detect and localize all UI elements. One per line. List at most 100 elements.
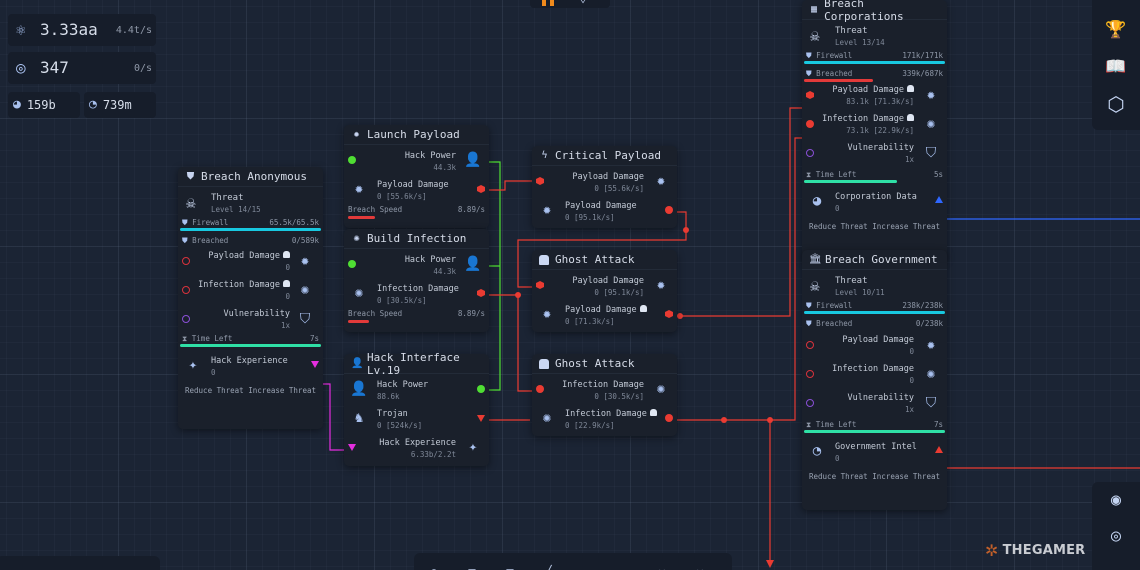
input-port[interactable] [806,341,814,349]
input-port[interactable] [806,91,814,99]
input-port[interactable] [182,257,190,265]
node-build-infection[interactable]: ✺Build Infection Hack Power 44.3k 👤 ✺ In… [344,229,489,332]
output-port[interactable] [665,310,673,318]
hexagon-icon[interactable]: ⬡ [1107,92,1125,116]
wire-ghost2-to-corp [668,137,810,421]
row-value: 44.3k [433,163,456,172]
circle-icon[interactable]: ◠ [132,568,148,570]
input-row: Hack Power 44.3k 👤 [344,249,489,278]
node-breach-government[interactable]: 🏛Breach Government ☠ Threat Level 10/11 … [802,250,947,510]
output-row: ✹ Payload Damage 0 [71.3k/s] [532,299,677,328]
output-port[interactable] [477,415,485,422]
wire-trojan [482,419,771,565]
input-port[interactable] [348,260,356,268]
wire-ghost1-to-corp [668,107,810,317]
node-hack-interface[interactable]: 👤Hack Interface Lv.19 👤 Hack Power 88.6k… [344,350,489,466]
row-label: Payload Damage [572,276,644,286]
reduce-threat-button[interactable]: Reduce Threat [809,471,868,481]
row-value: 0 [55.6k/s] [377,192,427,201]
target-icon[interactable]: ◎ [1110,526,1122,546]
bottom-center-toolbar: ◍ ▣ ▤ ╱ ▵ ▬ ✕ ✕ [414,553,732,570]
output-row: ✹ Payload Damage 0 [95.1k/s] [532,195,677,224]
breached-icon: ⛊ [806,318,812,328]
reduce-threat-button[interactable]: Reduce Threat [185,385,244,395]
flame-icon[interactable]: ▲ [16,568,32,570]
time-left-bar [180,344,321,347]
row-value: 0 [55.6k/s] [594,184,644,193]
output-port[interactable] [477,185,485,193]
row-label: Infection Damage [822,114,904,124]
node-ghost-attack-payload[interactable]: Ghost Attack Payload Damage 0 [95.1k/s] … [532,250,677,332]
small-resource-value: 159b [26,97,56,112]
row-label: Vulnerability [847,143,914,153]
shield-badge-icon: ⛉ [925,145,937,161]
row-label: Infection Damage [562,380,644,390]
input-port[interactable] [536,281,544,289]
aperture-icon[interactable]: ◉ [1110,490,1122,510]
upgrade-icon[interactable]: ▴ [56,568,72,570]
pause-icon[interactable] [542,0,554,6]
speed-value: 8.89/s [457,309,485,318]
increase-threat-button[interactable]: Increase Threat [872,221,940,231]
time-left-label: Time Left [191,333,233,343]
input-port[interactable] [536,385,544,393]
monitor-icon[interactable]: ▬ [616,565,632,570]
input-port[interactable] [348,444,356,451]
ghost-icon [649,409,657,416]
output-port[interactable] [477,385,485,393]
trophy-icon[interactable]: 🏆 [1105,20,1127,40]
globe-icon[interactable]: ◍ [426,565,442,570]
input-port[interactable] [806,399,814,407]
settings-icon[interactable]: ⌄ [580,0,586,5]
reduce-threat-button[interactable]: Reduce Threat [809,221,868,231]
input-port[interactable] [182,315,190,323]
node-breach-corporations[interactable]: ▦Breach Corporations ☠ Threat Level 13/1… [802,0,947,260]
pen-icon[interactable]: ╱ [540,565,556,570]
resource-small-panel-1: ◕ 159b [8,92,80,118]
input-port[interactable] [806,120,814,128]
chip-icon[interactable]: ▣ [464,565,480,570]
firewall-value: 238k/238k [902,301,943,310]
increase-threat-button[interactable]: Increase Threat [872,471,940,481]
book-icon[interactable]: 📖 [1105,57,1127,77]
hourglass-icon: ⧗ [182,333,188,343]
input-port[interactable] [536,177,544,185]
tools-icon[interactable]: ✕ [654,565,670,570]
robot-icon[interactable]: ▤ [502,565,518,570]
output-port[interactable] [665,206,673,214]
output-port[interactable] [935,446,943,453]
row-value: 0 [71.3k/s] [565,317,615,326]
input-port[interactable] [348,156,356,164]
input-row-infection: Infection Damage 0 ✺ [802,361,947,390]
resource-secondary-panel: ◎ 347 0/s [8,52,156,84]
primary-resource-rate: 4.4t/s [115,25,152,36]
increase-threat-button[interactable]: Increase Threat [248,385,316,395]
firewall-bar-fill [804,61,945,64]
node-title: Hack Interface Lv.19 [367,350,460,377]
output-port[interactable] [477,289,485,297]
crossed-swords-icon[interactable]: ✕ [692,565,708,570]
node-breach-anonymous[interactable]: ⛊Breach Anonymous ☠ Threat Level 14/15 ⛊… [178,167,323,429]
node-ghost-attack-infection[interactable]: Ghost Attack Infection Damage 0 [30.5k/s… [532,354,677,436]
output-port[interactable] [665,414,673,422]
sparkle-icon: ✦ [188,357,198,373]
firewall-value: 171k/171k [902,51,943,60]
breached-icon: ⛊ [806,68,812,78]
reward-value: 0 [211,368,216,377]
flask-icon[interactable]: ▵ [578,565,594,570]
input-port[interactable] [182,286,190,294]
input-port[interactable] [806,370,814,378]
output-port[interactable] [311,361,319,368]
row-value: 0 [285,263,290,272]
watermark-logo-icon: ✲ [985,541,999,560]
input-port[interactable] [806,149,814,157]
output-port[interactable] [935,196,943,203]
ghost-icon [283,280,290,287]
firewall-bar [804,311,945,314]
node-launch-payload[interactable]: ✹Launch Payload Hack Power 44.3k 👤 ✹ Pay… [344,125,489,228]
window-icon[interactable]: ▭ [94,568,110,570]
speed-bar [348,216,485,219]
moon-icon: ◔ [812,443,822,459]
time-left-label: Time Left [815,419,857,429]
